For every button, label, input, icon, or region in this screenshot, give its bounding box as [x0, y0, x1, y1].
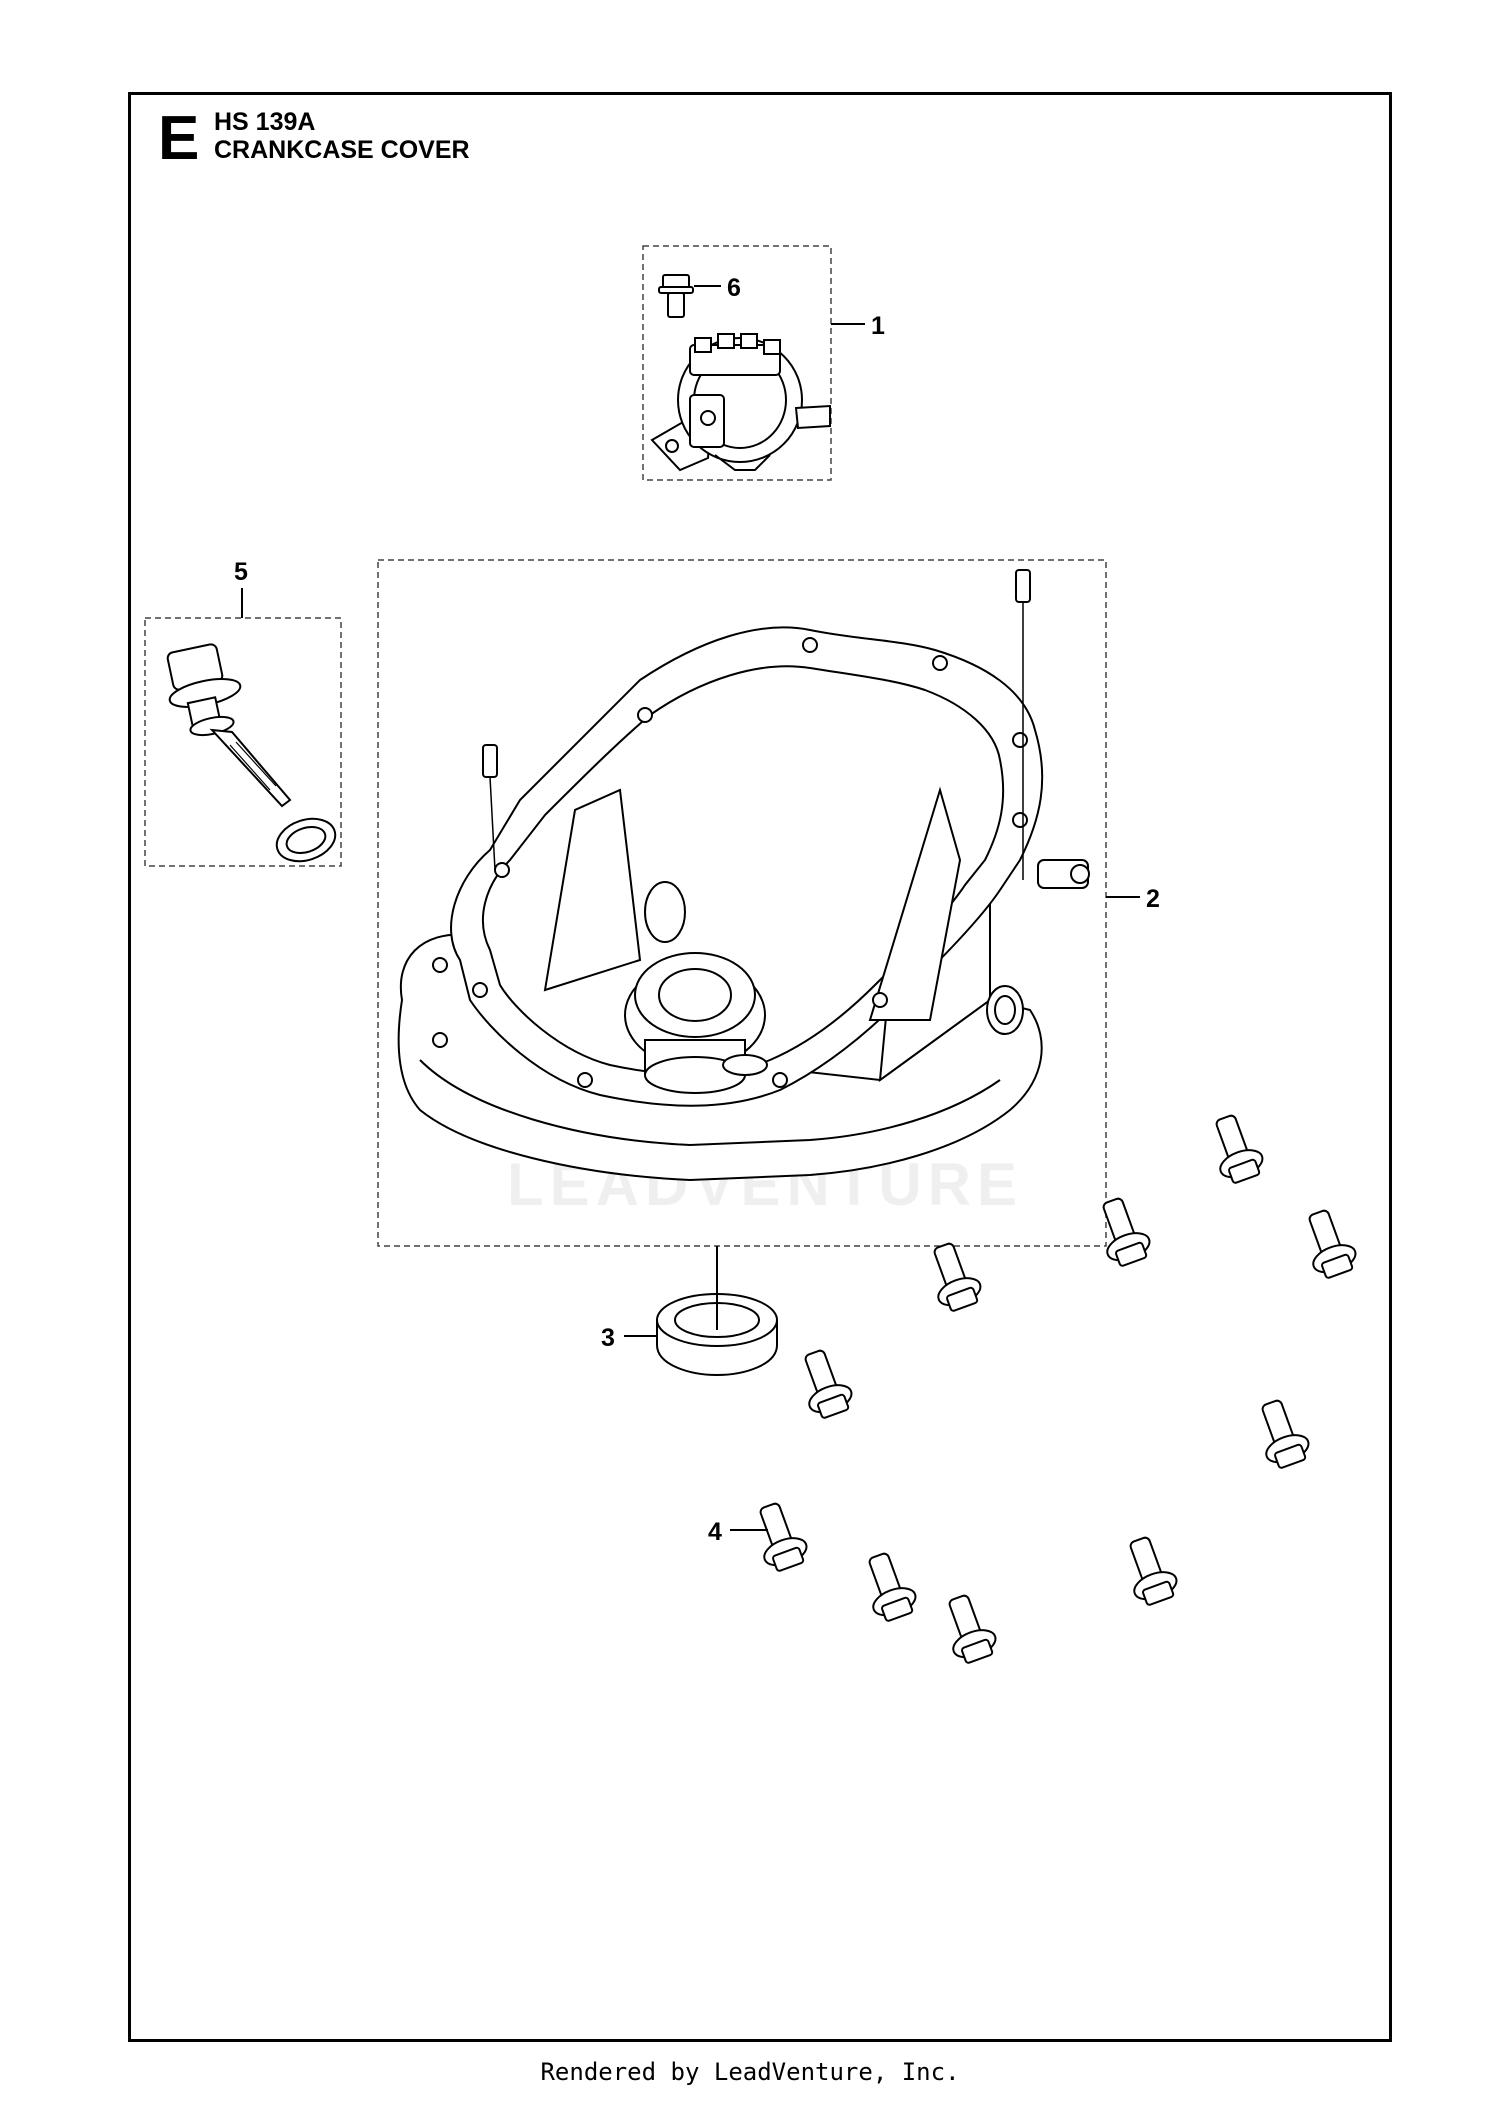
- flange-bolt: [1102, 1197, 1151, 1267]
- model-number: HS 139A: [214, 108, 316, 136]
- dipstick-part-5: [166, 643, 292, 808]
- flange-bolt: [868, 1552, 917, 1622]
- flange-bolt: [759, 1502, 808, 1572]
- callout-2: 2: [1146, 885, 1160, 913]
- callout-6: 6: [727, 274, 741, 302]
- crankcase-cover-part-2: [397, 626, 1090, 1182]
- diagram-title: CRANKCASE COVER: [214, 136, 470, 164]
- flange-bolts-part-4: [759, 1114, 1357, 1664]
- footer-credit: Rendered by LeadVenture, Inc.: [540, 2058, 960, 2086]
- page-frame: [128, 92, 1392, 2042]
- dowel-leader: [489, 776, 496, 871]
- callout-1: 1: [871, 312, 885, 340]
- callout-5: 5: [234, 558, 248, 586]
- flange-bolt: [1215, 1114, 1264, 1184]
- flange-bolt: [1129, 1536, 1178, 1606]
- flange-bolt: [948, 1594, 997, 1664]
- group-box-governor: [642, 245, 832, 481]
- flange-bolt: [1261, 1399, 1310, 1469]
- governor-assembly-part-1: [650, 333, 831, 472]
- section-letter: E: [158, 104, 200, 173]
- group-box-dipstick: [144, 617, 342, 867]
- flange-bolt: [1308, 1209, 1357, 1279]
- bolt-part-6: [658, 274, 694, 318]
- callout-3: 3: [601, 1324, 615, 1352]
- flange-bolt: [804, 1349, 853, 1419]
- callout-4: 4: [708, 1518, 722, 1546]
- group-box-crankcase: [377, 559, 1107, 1247]
- washer-part-5: [275, 817, 337, 863]
- flange-bolt: [933, 1242, 982, 1312]
